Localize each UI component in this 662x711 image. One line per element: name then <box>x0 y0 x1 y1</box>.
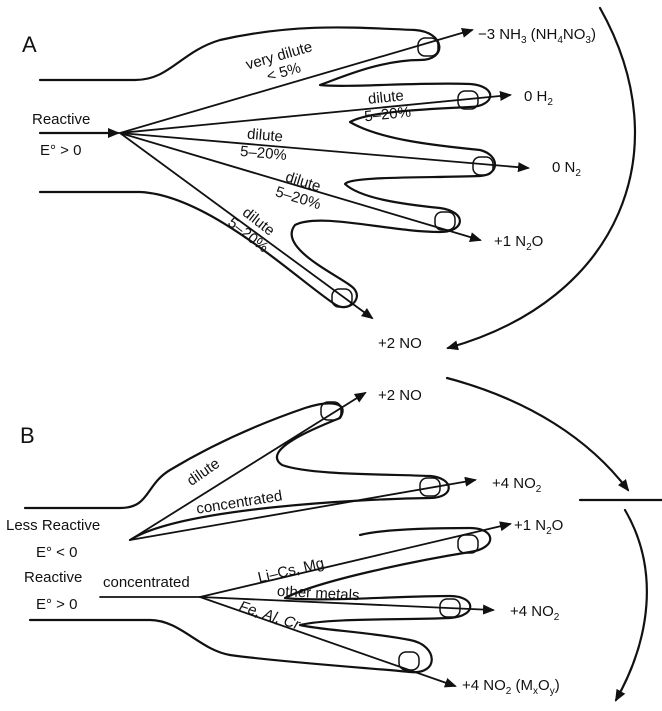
curved-arrow-a-to-no <box>448 8 635 348</box>
product-b-lower-2: +4 NO2 <box>510 603 560 623</box>
branch-b-concentrated <box>130 480 475 540</box>
product-a5: +2 NO <box>378 335 422 352</box>
less-reactive-name: Less Reactive <box>6 517 100 534</box>
branch-a3-label-line1: dilute <box>246 126 283 146</box>
product-a4: +1 N2O <box>494 233 543 253</box>
branch-a2 <box>120 95 510 133</box>
branch-b-dilute-label: dilute <box>184 455 223 489</box>
inlet-a-name: Reactive <box>32 111 90 128</box>
product-a1: −3 NH3 (NH4NO3) <box>478 26 596 46</box>
branch-b-li-cs-mg-label: Li–Cs, Mg <box>256 555 326 587</box>
panel-b-label: B <box>20 423 35 448</box>
stem-b-label: concentrated <box>103 574 190 591</box>
inlet-a-condition: E° > 0 <box>40 142 81 159</box>
panel-a-label: A <box>22 32 37 57</box>
product-b-lower-1: +1 N2O <box>514 517 563 537</box>
branch-b-fe-al-cr-label: Fe, Al, Cr <box>237 598 303 634</box>
curved-arrow-b-downward <box>616 510 647 700</box>
curved-arrow-no-to-b <box>447 378 628 490</box>
branch-a3-label-line2: 5–20% <box>239 143 287 164</box>
reactive-b-condition: E° > 0 <box>36 596 77 613</box>
less-reactive-condition: E° < 0 <box>36 544 77 561</box>
branch-b-dilute <box>130 393 365 540</box>
product-b-upper-1: +2 NO <box>378 387 422 404</box>
product-a2: 0 H2 <box>524 88 553 108</box>
product-b-upper-2: +4 NO2 <box>492 475 542 495</box>
product-a3: 0 N2 <box>552 159 581 179</box>
product-b-lower-3: +4 NO2 (MxOy) <box>462 677 560 697</box>
reactive-b-name: Reactive <box>24 569 82 586</box>
branch-a2-label-line2: 5–20% <box>364 104 412 126</box>
